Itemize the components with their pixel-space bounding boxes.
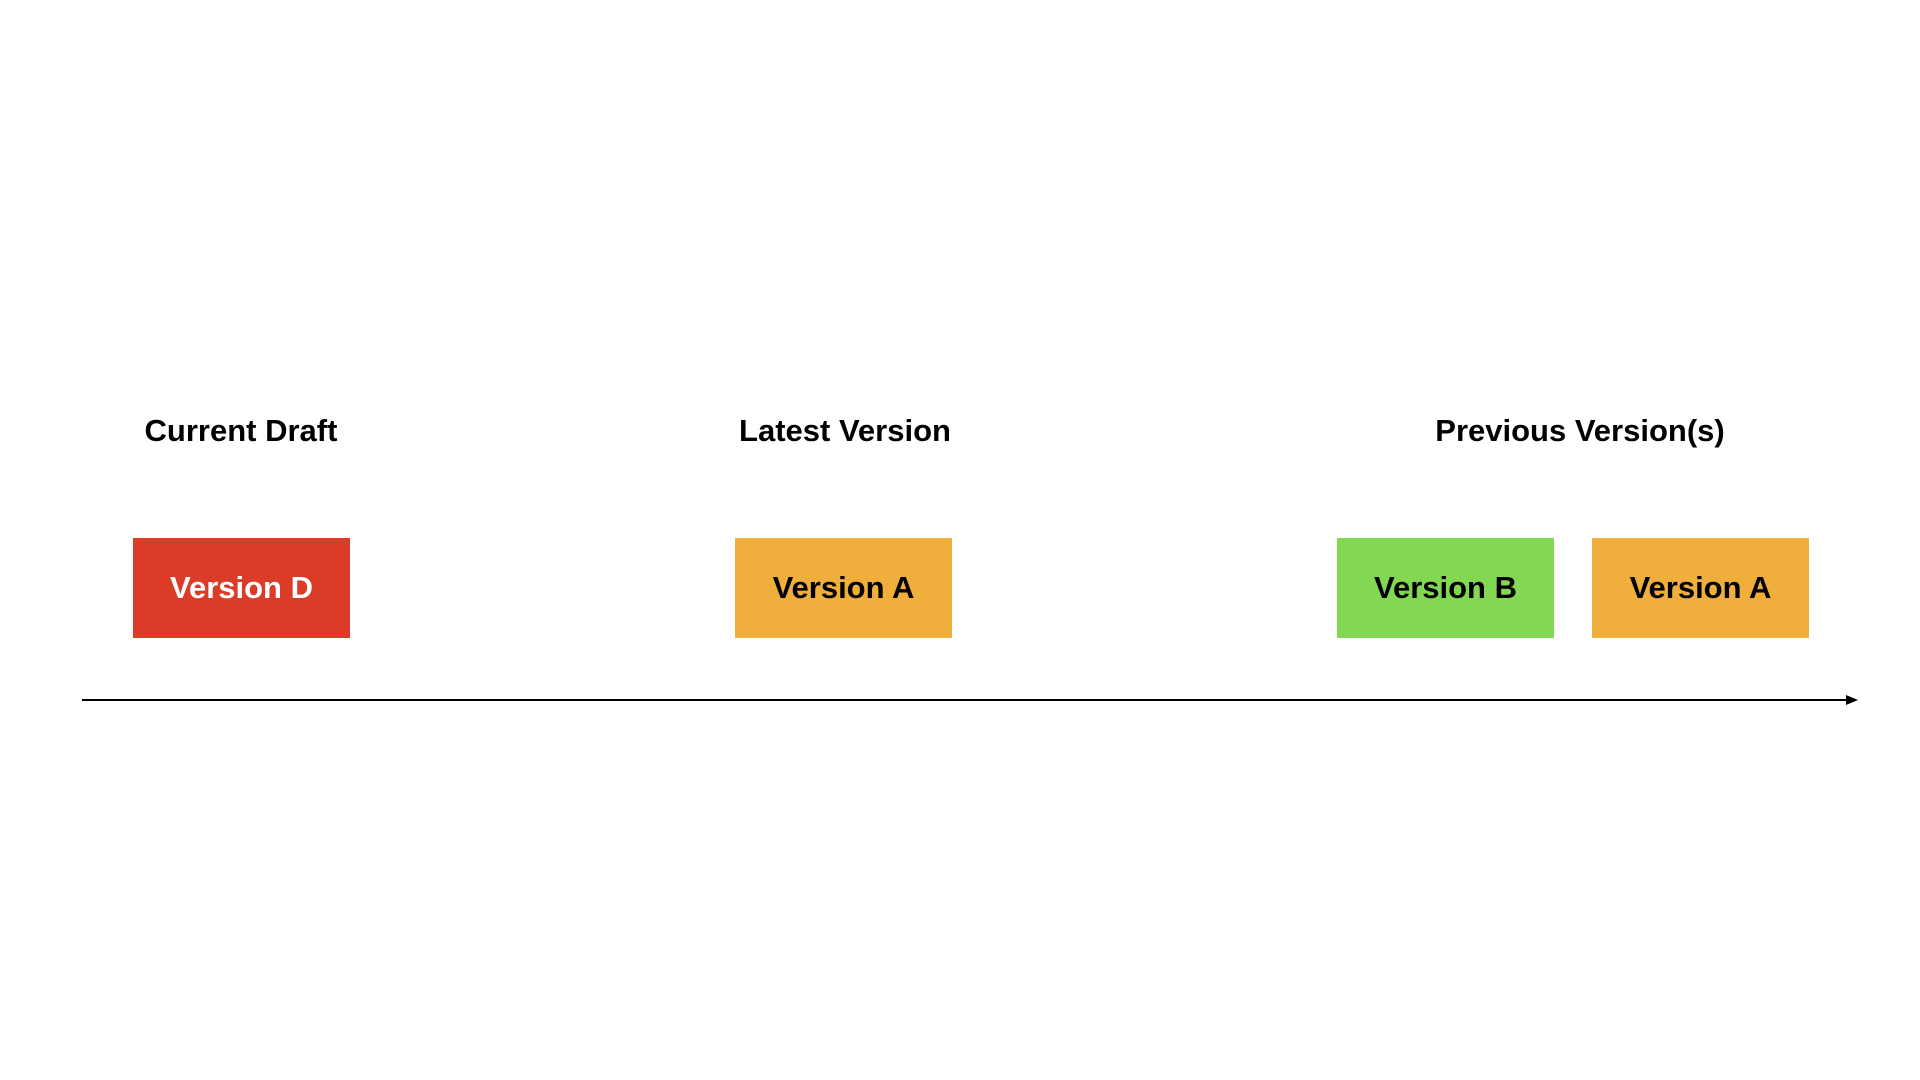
version-box-current-draft: Version D bbox=[133, 538, 350, 638]
latest-version-heading: Latest Version bbox=[739, 413, 951, 448]
timeline-arrow bbox=[82, 695, 1858, 705]
current-draft-heading: Current Draft bbox=[144, 413, 338, 448]
version-box-previous-1: Version B bbox=[1337, 538, 1554, 638]
timeline-arrowhead-icon bbox=[1846, 695, 1858, 705]
version-box-previous-2: Version A bbox=[1592, 538, 1809, 638]
previous-versions-heading: Previous Version(s) bbox=[1435, 413, 1725, 448]
version-box-latest: Version A bbox=[735, 538, 952, 638]
